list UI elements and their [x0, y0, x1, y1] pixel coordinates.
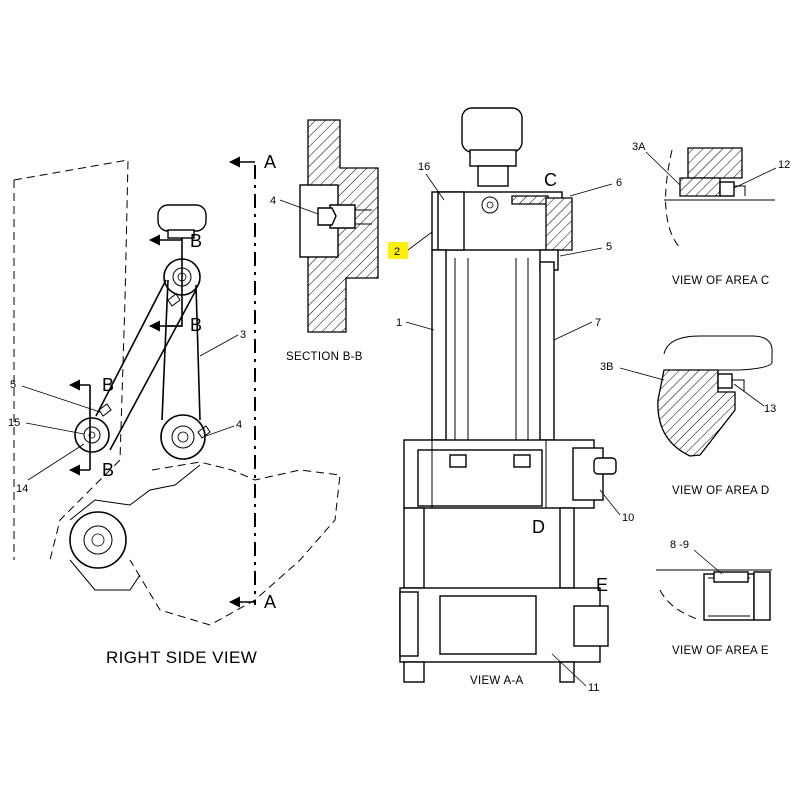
section-letter-a-bottom: A	[264, 592, 276, 612]
right-side-view-title: RIGHT SIDE VIEW	[106, 648, 257, 667]
callout-8-9: 8 -9	[670, 539, 689, 551]
callout-2: 2	[394, 246, 400, 258]
callout-16: 16	[418, 161, 430, 173]
callout-3b: 3B	[600, 361, 613, 373]
callout-5-view: 5	[606, 241, 612, 253]
view-aa: C D E 16 2 6 5 1 7 10 11 VIEW A-A	[388, 107, 634, 694]
callout-12: 12	[778, 159, 790, 171]
highlight-callout-2	[388, 242, 408, 259]
area-d-title: VIEW OF AREA D	[672, 485, 770, 497]
callout-10: 10	[622, 512, 634, 524]
section-letter-a-top: A	[264, 152, 276, 172]
right-side-view	[13, 156, 341, 626]
callout-11: 11	[588, 682, 599, 694]
callout-4-side: 4	[236, 419, 242, 431]
section-letter-b-3: B	[102, 375, 114, 395]
area-c-view: 3A 12 VIEW OF AREA C	[632, 141, 790, 287]
area-e-view: 8 -9 VIEW OF AREA E	[656, 539, 772, 657]
section-bb-title: SECTION B-B	[286, 351, 363, 363]
area-e-title: VIEW OF AREA E	[672, 645, 769, 657]
callout-13: 13	[764, 403, 776, 415]
section-letter-c: C	[544, 170, 557, 190]
section-letter-d: D	[532, 517, 545, 537]
view-aa-title: VIEW A-A	[470, 675, 524, 687]
callout-6: 6	[616, 177, 622, 189]
section-bb: 4 SECTION B-B	[270, 119, 379, 363]
right-side-view-labels: A A B B B B 3 4 5 15 14 RIGHT SIDE VIEW	[8, 152, 276, 667]
callout-5-side: 5	[10, 379, 16, 391]
section-letter-b-4: B	[102, 460, 114, 480]
area-d-view: 3B 13 VIEW OF AREA D	[600, 335, 776, 497]
callout-3: 3	[240, 329, 246, 341]
section-letter-e: E	[596, 575, 608, 595]
section-letter-b-1: B	[190, 231, 202, 251]
callout-15: 15	[8, 417, 20, 429]
callout-4-section: 4	[270, 195, 276, 207]
area-c-title: VIEW OF AREA C	[672, 275, 770, 287]
section-letter-b-2: B	[190, 315, 202, 335]
callout-3a: 3A	[632, 141, 646, 153]
callout-1: 1	[396, 317, 402, 329]
callout-14: 14	[16, 483, 28, 495]
callout-7: 7	[595, 317, 601, 329]
